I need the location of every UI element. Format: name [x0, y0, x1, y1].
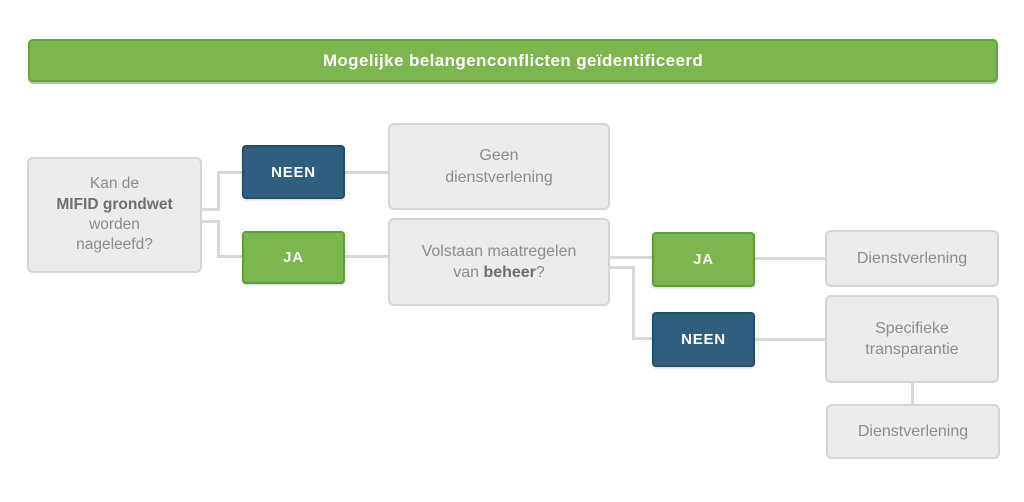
ja-1-label: JA — [283, 249, 304, 266]
specifieke-transparantie-line1: Specifieke — [875, 319, 949, 337]
specifieke-transparantie-line2: transparantie — [865, 341, 959, 358]
question-beheer-line2: van beheer? — [453, 262, 545, 283]
connector-q1-neen-vertical — [217, 171, 220, 211]
node-neen-1: NEEN — [242, 145, 345, 199]
question-mifid-line3: worden — [89, 216, 140, 233]
question-beheer-line2-pre: van — [453, 264, 484, 281]
question-mifid-line4: nageleefd? — [76, 236, 153, 254]
neen-2-label: NEEN — [681, 331, 726, 348]
node-dienstverlening-1: Dienstverlening — [825, 230, 999, 287]
header-banner: Mogelijke belangenconflicten geïdentific… — [28, 39, 998, 82]
geen-dienstverlening-line1: Geen — [479, 147, 519, 165]
connector-volstaan-neen2-vertical — [632, 266, 635, 340]
dienstverlening-1-label: Dienstverlening — [856, 249, 968, 267]
node-neen-2: NEEN — [652, 312, 755, 367]
node-question-beheer: Volstaan maatregelen van beheer? — [388, 218, 610, 306]
question-mifid-line2: MIFID grondwet — [56, 195, 173, 213]
connector-transparantie-dienstverlening — [911, 383, 914, 404]
connector-q1-ja-arm — [217, 255, 242, 258]
connector-neen1-geen — [345, 171, 388, 174]
ja-2-label: JA — [693, 251, 714, 268]
connector-ja2-dienstverlening — [755, 257, 825, 260]
node-question-mifid: Kan de MIFID grondwet worden nageleefd? — [27, 157, 202, 273]
dienstverlening-2-label: Dienstverlening — [857, 422, 969, 440]
node-geen-dienstverlening: Geen dienstverlening — [388, 123, 610, 210]
node-specifieke-transparantie: Specifieke transparantie — [825, 295, 999, 383]
question-beheer-line2-post: ? — [535, 264, 545, 281]
geen-dienstverlening-line2: dienstverlening — [445, 168, 553, 186]
question-mifid-line1: Kan de — [89, 175, 140, 193]
connector-ja1-volstaan — [345, 255, 388, 258]
connector-neen2-transparantie — [755, 338, 825, 341]
node-ja-1: JA — [242, 231, 345, 284]
neen-1-label: NEEN — [271, 163, 316, 181]
node-ja-2: JA — [652, 232, 755, 287]
question-beheer-line1: Volstaan maatregelen — [421, 242, 577, 260]
connector-volstaan-ja2 — [610, 256, 652, 259]
connector-q1-neen-stub — [202, 208, 219, 211]
connector-volstaan-neen2-arm — [632, 337, 652, 340]
question-beheer-line2-bold: beheer — [483, 264, 536, 281]
node-dienstverlening-2: Dienstverlening — [826, 404, 1000, 459]
connector-q1-neen-arm — [217, 171, 242, 174]
page-title: Mogelijke belangenconflicten geïdentific… — [322, 50, 704, 70]
connector-q1-ja-stub — [202, 220, 219, 223]
connector-q1-ja-vertical — [217, 220, 220, 258]
connector-volstaan-neen2-stub — [610, 266, 635, 269]
